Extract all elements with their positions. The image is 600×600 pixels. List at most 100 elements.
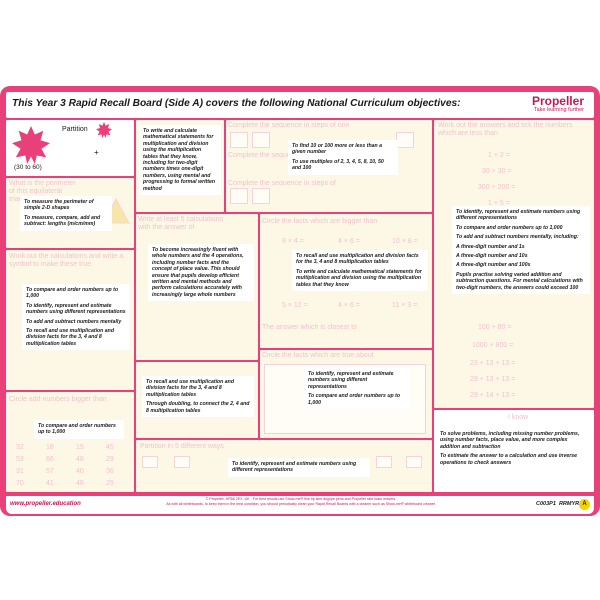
objective-note: To become increasingly fluent with whole… <box>148 244 254 302</box>
faint-value: 1000 + 800 = <box>472 342 514 349</box>
page-title: This Year 3 Rapid Recall Board (Side A) … <box>12 98 461 109</box>
objectives-grid: (30 to 60) Partition + To write and calc… <box>6 120 594 494</box>
grid-number: 29 <box>106 456 114 463</box>
objective-note: To solve problems, including missing num… <box>436 428 592 470</box>
objective-text: A three-digit number and 10s <box>456 253 528 260</box>
product-code-2: RRMYR3 <box>558 501 583 507</box>
grid-number: 66 <box>46 456 54 463</box>
objective-text: To estimate the answer to a calculation … <box>440 453 578 466</box>
sequence-prompt-2: Complete the sequence <box>228 152 302 159</box>
objective-text: To find 10 or 100 more or less than a gi… <box>292 143 383 156</box>
circle-add-prompt: Circle add numbers bigger than <box>9 396 107 403</box>
objective-text: To identify, represent and estimate numb… <box>308 371 394 390</box>
objective-note: To compare and order numbers up to 1,000 <box>34 420 124 439</box>
objective-note: To identify, represent and estimate numb… <box>228 458 370 477</box>
faint-value: 300 + 200 = <box>478 184 516 191</box>
objective-note: To compare and order numbers up to 1,000… <box>22 284 130 351</box>
grid-number: 41 <box>46 480 54 487</box>
partition-range: (30 to 60) <box>14 164 42 171</box>
faint-value: 4 × 6 = <box>338 302 360 309</box>
logo-tagline: Take learning further <box>533 107 584 113</box>
partition-ways-panel: Partition in 5 different ways To identif… <box>136 440 432 492</box>
objective-text: To identify, represent and estimate numb… <box>26 302 126 316</box>
objective-text: To recall and use multiplication and div… <box>26 328 115 347</box>
write-calc-prompt: Write at least 5 calculations with the a… <box>138 216 224 231</box>
objective-text: To use multiples of 2, 3, 4, 5, 8, 10, 5… <box>292 158 384 172</box>
right-column-panel: Work out the answers and tick the number… <box>434 120 594 408</box>
faint-value: 11 × 3 = <box>392 302 418 309</box>
objective-text: To compare and order numbers up to 1,000 <box>26 287 119 300</box>
objective-note: To find 10 or 100 more or less than a gi… <box>288 140 398 175</box>
faint-value: 29 + 13 + 13 = <box>470 376 516 383</box>
grid-number: 40 <box>76 468 84 475</box>
objective-text: To solve problems, including missing num… <box>440 431 580 450</box>
grid-number: 48 <box>76 480 84 487</box>
faint-value: 30 + 30 = <box>482 168 512 175</box>
objective-text: To add and subtract numbers mentally, in… <box>456 234 579 241</box>
footer-url[interactable]: www.propeller.education <box>10 501 81 507</box>
circle-bigger-panel: Circle the facts which are bigger than 9… <box>260 214 432 348</box>
answer-box <box>252 188 270 204</box>
objective-note: To recall and use multiplication and div… <box>142 376 254 418</box>
product-code-1: C003P1 <box>536 501 556 507</box>
objective-text: Pupils practise solving varied addition … <box>456 271 583 291</box>
work-out-prompt: Work out the answers and tick the number… <box>438 122 573 137</box>
answer-box <box>230 132 248 148</box>
footer-copy-line: © Propeller, HR56 2EX, UK · For best res… <box>205 497 397 501</box>
footer-copy-line: As with all whiteboards, to keep them in… <box>166 501 436 506</box>
grid-number: 70 <box>16 480 24 487</box>
grid-number: 15 <box>76 444 84 451</box>
grid-number: 25 <box>106 480 114 487</box>
footer-bar: www.propeller.education © Propeller, HR5… <box>6 496 594 514</box>
star-icon <box>96 122 112 138</box>
circle-bigger-prompt: Circle the facts which are bigger than <box>262 218 378 225</box>
objective-text: A three-digit number and 1s <box>456 243 525 250</box>
objective-text: To become increasingly fluent with whole… <box>152 247 244 298</box>
partition-label: Partition <box>62 126 88 133</box>
faint-value: 5 × 12 = <box>282 302 308 309</box>
faint-value: 23 + 13 + 13 = <box>470 360 516 367</box>
write-calculations-panel: Write at least 5 calculations with the a… <box>136 214 258 360</box>
objective-text: To recall and use multiplication and div… <box>296 253 419 266</box>
symbols-prompt: Work out the calculations and write a sy… <box>9 253 124 268</box>
logo-name: Propeller <box>531 94 584 108</box>
answer-box <box>396 132 414 148</box>
sequence-prompt: Complete the sequence in steps of one <box>228 122 350 129</box>
know-prompt: I know <box>508 414 529 421</box>
objective-note: To recall and use multiplication and div… <box>292 250 428 292</box>
objective-note: To identify, represent and estimate numb… <box>304 368 410 410</box>
doubling-panel: To recall and use multiplication and div… <box>136 362 258 438</box>
objective-text: To measure, compare, add and subtract: l… <box>24 214 101 228</box>
objective-text: To measure the perimeter of simple 2-D s… <box>24 199 94 212</box>
objective-text: To compare and order numbers up to 1,000 <box>456 224 563 231</box>
objective-text: To compare and order numbers up to 1,000 <box>308 393 401 406</box>
objective-text: To write and calculate mathematical stat… <box>296 268 422 288</box>
problems-panel: I know To solve problems, including miss… <box>434 410 594 492</box>
grid-number: 57 <box>46 468 54 475</box>
objective-text: To add and subtract numbers mentally <box>26 318 122 325</box>
objective-text: To recall and use multiplication and div… <box>146 379 235 398</box>
footer-copyright: © Propeller, HR56 2EX, UK · For best res… <box>146 497 456 506</box>
faint-value: 9 × 4 = <box>282 238 304 245</box>
faint-value: 4 × 6 = <box>338 238 360 245</box>
side-badge: A <box>579 499 590 510</box>
objective-text: To identify, represent and estimate numb… <box>232 461 357 474</box>
symbols-panel: Work out the calculations and write a sy… <box>6 250 134 390</box>
objective-note: To identify, represent and estimate numb… <box>452 206 590 295</box>
objective-text: To compare and order numbers up to 1,000 <box>38 423 116 436</box>
objective-note: To measure the perimeter of simple 2-D s… <box>20 196 112 231</box>
header-bar: This Year 3 Rapid Recall Board (Side A) … <box>6 92 594 118</box>
partition-plus: + <box>94 148 99 157</box>
logo: Propeller Take learning further <box>532 94 584 113</box>
answer-box <box>174 456 190 468</box>
answer-box <box>142 456 158 468</box>
product-code: C003P1 RRMYR3 <box>536 501 582 507</box>
answer-closest-prompt: The answer which is closest to <box>262 324 357 331</box>
star-icon <box>12 126 50 164</box>
circle-add-panel: Circle add numbers bigger than To compar… <box>6 392 134 492</box>
grid-number: 18 <box>46 444 54 451</box>
answer-box <box>376 456 392 468</box>
faint-value: 29 + 14 + 13 = <box>470 392 516 399</box>
objective-text: To identify, represent and estimate numb… <box>456 209 581 222</box>
objective-note: To write and calculate mathematical stat… <box>139 125 221 196</box>
